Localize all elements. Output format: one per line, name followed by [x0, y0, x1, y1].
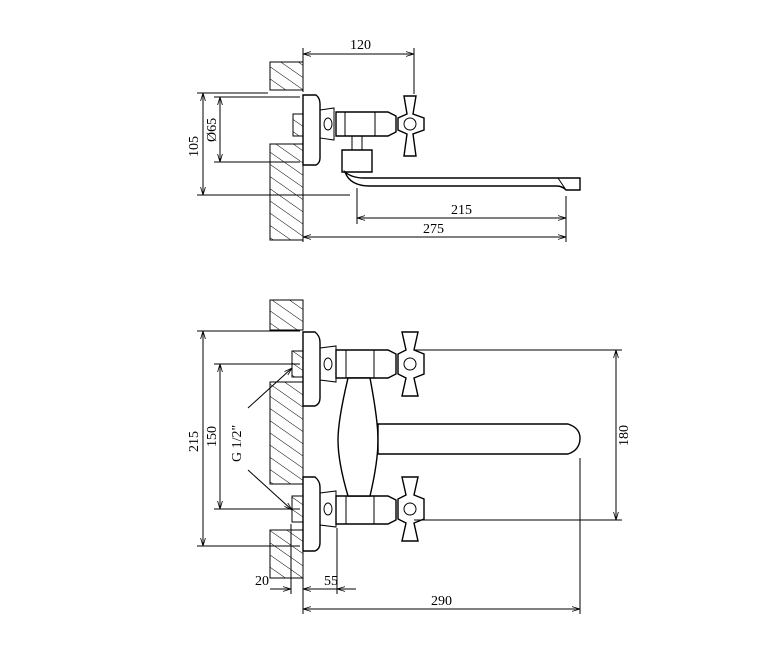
front-dim-height-label: 215: [187, 431, 202, 452]
front-lower-valve: [335, 495, 397, 525]
front-wall: [269, 299, 305, 579]
front-lower-flange: [302, 476, 321, 552]
top-dim-width-label: 120: [350, 38, 371, 53]
front-dim-right-height-label: 180: [617, 425, 632, 446]
top-dim-height-label: 105: [187, 136, 202, 157]
top-dim-flange-label: Ø65: [205, 118, 220, 142]
top-spout: [343, 169, 581, 191]
top-view: 120 105 Ø65 215 275: [187, 38, 581, 242]
top-dim-length-label: 275: [423, 222, 444, 237]
top-wall: [269, 61, 306, 241]
front-dim-thread-label: G 1/2": [230, 425, 245, 462]
top-flange: [302, 94, 321, 166]
front-view: 215 150 G 1/2" 180 20 55 290: [187, 299, 632, 614]
top-valve-body: [335, 111, 397, 173]
top-cross-handle: [397, 95, 425, 157]
front-central-body: [337, 377, 379, 497]
front-lower-handle: [397, 476, 425, 542]
front-spout: [377, 423, 581, 455]
front-dim-body-label: 55: [324, 574, 338, 589]
front-dim-wall-label: 20: [255, 574, 269, 589]
front-upper-flange: [302, 331, 321, 407]
front-upper-handle: [397, 331, 425, 397]
front-dim-centers-label: 150: [205, 426, 220, 447]
top-dim-reach-label: 215: [451, 203, 472, 218]
front-dim-length-label: 290: [431, 594, 452, 609]
top-dimensions: 120 105 Ø65 215 275: [187, 38, 567, 242]
front-dimensions: 215 150 G 1/2" 180 20 55 290: [187, 330, 632, 614]
front-upper-valve: [335, 349, 397, 379]
